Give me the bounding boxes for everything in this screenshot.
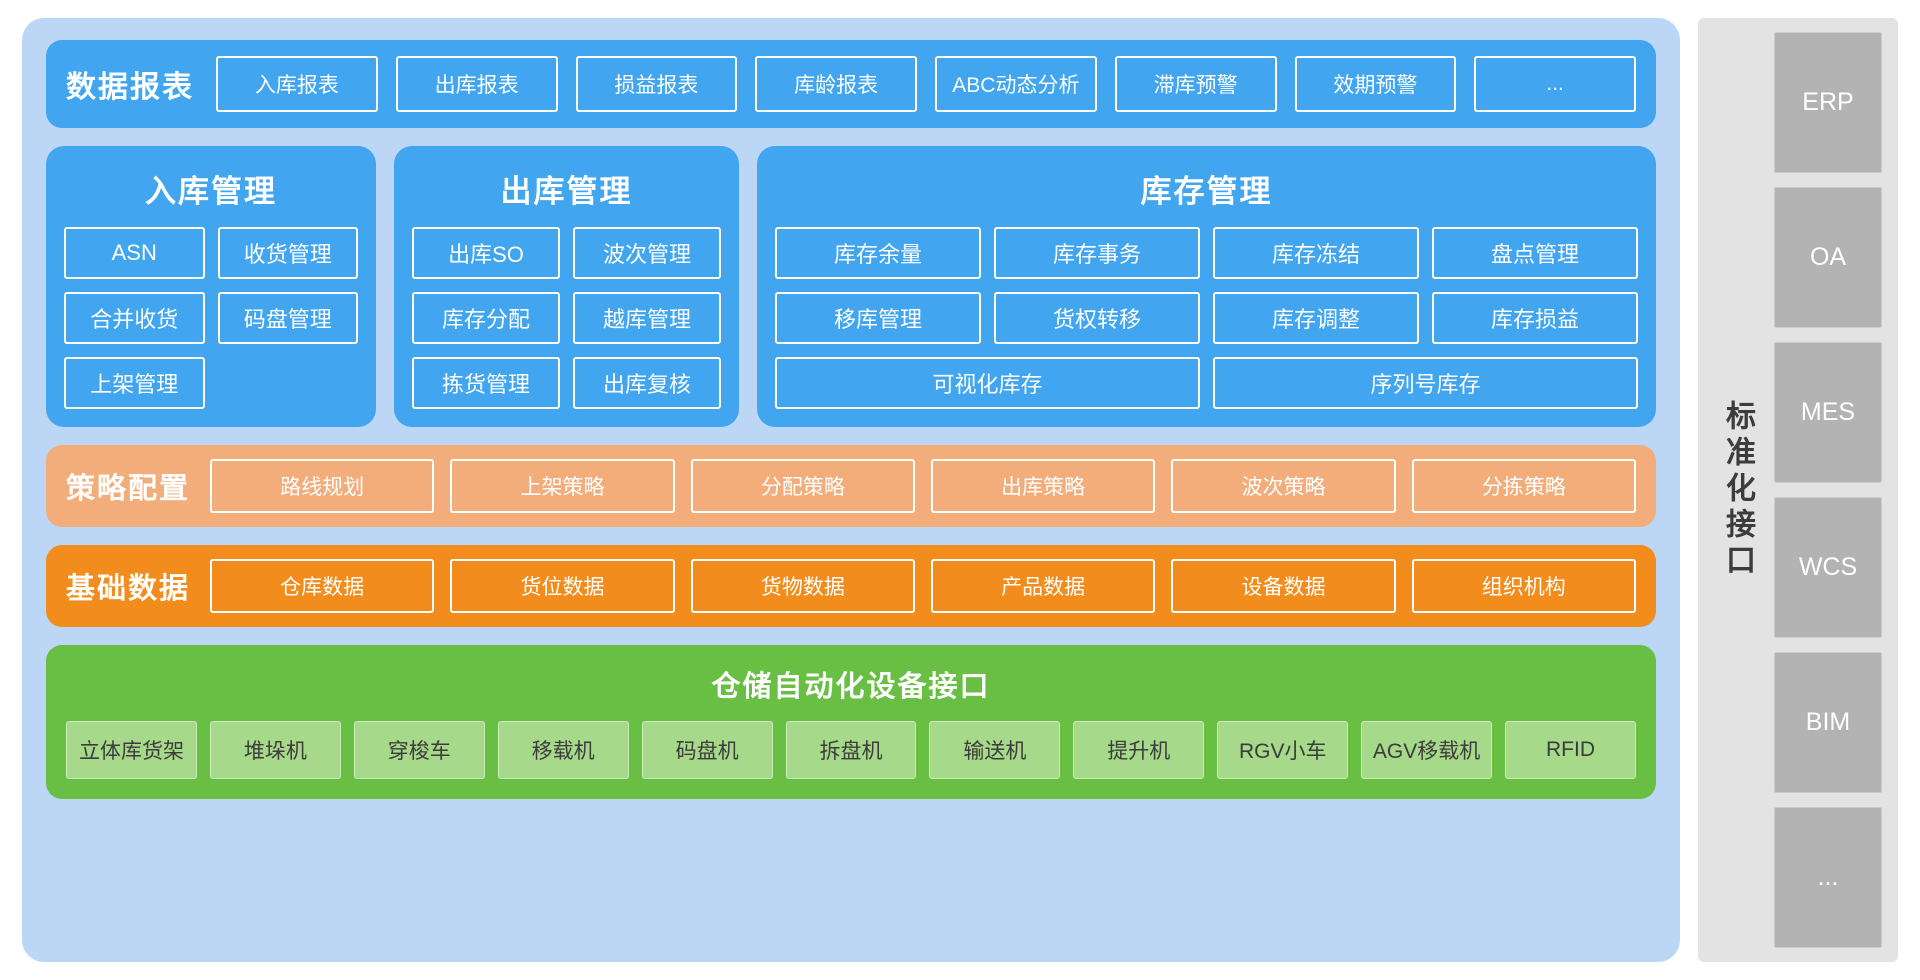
panel-inventory-title: 库存管理	[1140, 174, 1273, 209]
device-chip-as-rs-rack[interactable]: 立体库货架	[66, 721, 197, 779]
outbound-chip-crossdock[interactable]: 越库管理	[573, 292, 721, 344]
base-data-band: 基础数据 仓库数据 货位数据 货物数据 产品数据 设备数据 组织机构	[46, 545, 1656, 627]
device-chip-shuttle[interactable]: 穿梭车	[353, 721, 485, 779]
panel-row: ASN 收货管理	[64, 227, 358, 279]
inventory-chip-freeze[interactable]: 库存冻结	[1213, 227, 1419, 279]
external-system-bim[interactable]: BIM	[1774, 652, 1882, 793]
panel-inventory-management: 库存管理 库存余量 库存事务 库存冻结 盘点管理 移库管理 货权转移 库存调整 …	[757, 146, 1656, 427]
outbound-chip-allocation[interactable]: 库存分配	[412, 292, 560, 344]
inventory-chip-visual-stock[interactable]: 可视化库存	[775, 357, 1200, 409]
base-data-title: 基础数据	[66, 573, 191, 605]
base-data-chip-list: 仓库数据 货位数据 货物数据 产品数据 设备数据 组织机构	[210, 559, 1636, 613]
inbound-chip-palletizing[interactable]: 码盘管理	[217, 292, 358, 344]
panel-row: 上架管理	[64, 357, 358, 409]
panel-outbound-management: 出库管理 出库SO 波次管理 库存分配 越库管理 拣货管理 出库复核	[394, 146, 739, 427]
report-chip-profit-loss[interactable]: 损益报表	[575, 56, 738, 112]
automation-device-interface-title: 仓储自动化设备接口	[711, 671, 991, 703]
panel-inbound-management: 入库管理 ASN 收货管理 合并收货 码盘管理 上架管理	[46, 146, 376, 427]
external-system-wcs[interactable]: WCS	[1774, 497, 1882, 638]
strategy-chip-route-planning[interactable]: 路线规划	[210, 459, 435, 513]
panel-row: 可视化库存 序列号库存	[775, 357, 1638, 409]
external-system-mes[interactable]: MES	[1774, 342, 1882, 483]
strategy-chip-allocation[interactable]: 分配策略	[690, 459, 915, 513]
report-chip-abc-analysis[interactable]: ABC动态分析	[935, 56, 1097, 112]
inventory-chip-transaction[interactable]: 库存事务	[994, 227, 1200, 279]
device-chip-conveyor[interactable]: 输送机	[929, 721, 1061, 779]
report-chip-stagnant-alert[interactable]: 滞库预警	[1114, 56, 1277, 112]
panel-inbound-title: 入库管理	[145, 174, 277, 209]
basedata-chip-warehouse[interactable]: 仓库数据	[210, 559, 435, 613]
inventory-chip-stocktaking[interactable]: 盘点管理	[1432, 227, 1638, 279]
inbound-chip-empty	[218, 357, 359, 409]
device-chip-lifter[interactable]: 提升机	[1073, 721, 1205, 779]
strategy-chip-wave[interactable]: 波次策略	[1171, 459, 1396, 513]
inbound-chip-merge-receiving[interactable]: 合并收货	[64, 292, 205, 344]
strategy-config-band: 策略配置 路线规划 上架策略 分配策略 出库策略 波次策略 分拣策略	[46, 445, 1656, 527]
inventory-chip-adjustment[interactable]: 库存调整	[1213, 292, 1419, 344]
basedata-chip-equipment[interactable]: 设备数据	[1171, 559, 1396, 613]
panel-row: 移库管理 货权转移 库存调整 库存损益	[775, 292, 1638, 344]
device-chip-palletizer[interactable]: 码盘机	[641, 721, 773, 779]
report-chip-inbound[interactable]: 入库报表	[216, 56, 378, 112]
inbound-chip-putaway[interactable]: 上架管理	[64, 357, 205, 409]
outbound-chip-wave[interactable]: 波次管理	[573, 227, 721, 279]
standard-interface-sidebar: 标准化接口 ERP OA MES WCS BIM ...	[1698, 18, 1898, 962]
inventory-chip-balance[interactable]: 库存余量	[775, 227, 981, 279]
external-system-erp[interactable]: ERP	[1774, 32, 1882, 173]
strategy-chip-sorting[interactable]: 分拣策略	[1411, 459, 1636, 513]
basedata-chip-product[interactable]: 产品数据	[931, 559, 1156, 613]
panel-row: 库存分配 越库管理	[412, 292, 721, 344]
panel-row: 拣货管理 出库复核	[412, 357, 721, 409]
outbound-chip-recheck[interactable]: 出库复核	[573, 357, 721, 409]
data-report-chip-list: 入库报表 出库报表 损益报表 库龄报表 ABC动态分析 滞库预警 效期预警 ..…	[216, 56, 1636, 112]
panel-row: 库存余量 库存事务 库存冻结 盘点管理	[775, 227, 1638, 279]
basedata-chip-location[interactable]: 货位数据	[450, 559, 675, 613]
standard-interface-label: 标准化接口	[1721, 400, 1754, 580]
management-panels: 入库管理 ASN 收货管理 合并收货 码盘管理 上架管理	[46, 146, 1656, 427]
inventory-chip-transfer[interactable]: 移库管理	[775, 292, 981, 344]
inbound-chip-receiving[interactable]: 收货管理	[217, 227, 358, 279]
strategy-chip-list: 路线规划 上架策略 分配策略 出库策略 波次策略 分拣策略	[210, 459, 1636, 513]
strategy-chip-outbound[interactable]: 出库策略	[931, 459, 1156, 513]
inventory-chip-profit-loss[interactable]: 库存损益	[1432, 292, 1638, 344]
device-chip-agv[interactable]: AGV移载机	[1361, 721, 1493, 779]
panel-row: 出库SO 波次管理	[412, 227, 721, 279]
strategy-config-title: 策略配置	[66, 473, 191, 505]
device-chip-depalletizer[interactable]: 拆盘机	[785, 721, 917, 779]
data-report-title: 数据报表	[66, 71, 194, 104]
data-report-band: 数据报表 入库报表 出库报表 损益报表 库龄报表 ABC动态分析 滞库预警 效期…	[46, 40, 1656, 128]
report-chip-stock-age[interactable]: 库龄报表	[755, 56, 917, 112]
panel-inbound-grid: ASN 收货管理 合并收货 码盘管理 上架管理	[64, 227, 358, 409]
inbound-chip-asn[interactable]: ASN	[64, 227, 205, 279]
device-chip-transfer-machine[interactable]: 移载机	[497, 721, 629, 779]
panel-outbound-title: 出库管理	[500, 174, 633, 209]
outbound-chip-so[interactable]: 出库SO	[412, 227, 560, 279]
inventory-chip-ownership-transfer[interactable]: 货权转移	[994, 292, 1200, 344]
external-system-more[interactable]: ...	[1774, 807, 1882, 948]
external-system-list: ERP OA MES WCS BIM ...	[1774, 32, 1882, 948]
automation-device-interface-section: 仓储自动化设备接口 立体库货架 堆垛机 穿梭车 移载机 码盘机 拆盘机 输送机 …	[46, 645, 1656, 799]
report-chip-more[interactable]: ...	[1474, 56, 1636, 112]
basedata-chip-organization[interactable]: 组织机构	[1411, 559, 1636, 613]
panel-inventory-grid: 库存余量 库存事务 库存冻结 盘点管理 移库管理 货权转移 库存调整 库存损益 …	[775, 227, 1638, 409]
panel-outbound-grid: 出库SO 波次管理 库存分配 越库管理 拣货管理 出库复核	[412, 227, 721, 409]
main-architecture-container: 数据报表 入库报表 出库报表 损益报表 库龄报表 ABC动态分析 滞库预警 效期…	[22, 18, 1680, 962]
device-chip-rgv[interactable]: RGV小车	[1217, 721, 1349, 779]
outbound-chip-picking[interactable]: 拣货管理	[412, 357, 560, 409]
automation-device-chip-list: 立体库货架 堆垛机 穿梭车 移载机 码盘机 拆盘机 输送机 提升机 RGV小车 …	[66, 721, 1636, 779]
panel-row: 合并收货 码盘管理	[64, 292, 358, 344]
basedata-chip-goods[interactable]: 货物数据	[690, 559, 915, 613]
strategy-chip-putaway[interactable]: 上架策略	[450, 459, 675, 513]
report-chip-outbound[interactable]: 出库报表	[395, 56, 558, 112]
report-chip-expiry-alert[interactable]: 效期预警	[1294, 56, 1457, 112]
device-chip-rfid[interactable]: RFID	[1505, 721, 1636, 779]
inventory-chip-serial-stock[interactable]: 序列号库存	[1213, 357, 1638, 409]
external-system-oa[interactable]: OA	[1774, 187, 1882, 328]
device-chip-stacker-crane[interactable]: 堆垛机	[209, 721, 341, 779]
